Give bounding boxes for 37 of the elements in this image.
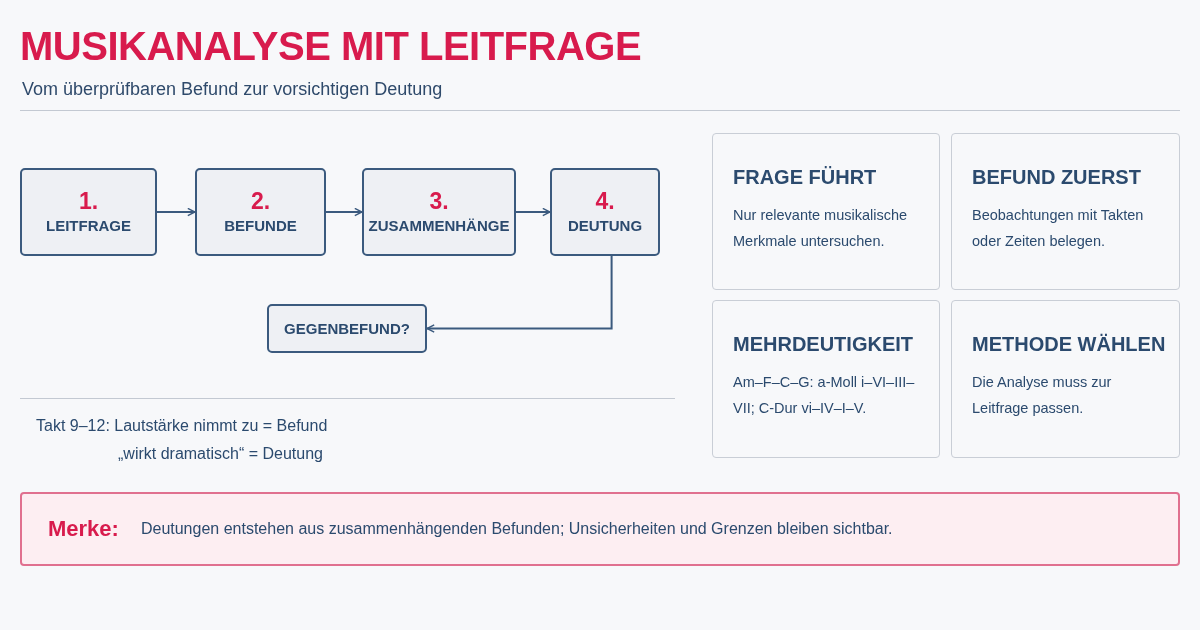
note-heading: Merke: bbox=[48, 516, 119, 542]
arrow bbox=[515, 207, 551, 217]
info-card bbox=[951, 300, 1180, 458]
subtitle: Vom überprüfbaren Befund zur vorsichtigen Deutung bbox=[22, 78, 443, 100]
arrow bbox=[325, 207, 363, 217]
card-text: Am–F–C–G: a-Moll i–VI–III–VII; C-Dur vi–IV–I–V. bbox=[733, 373, 916, 418]
info-card bbox=[712, 133, 940, 290]
process-box bbox=[550, 168, 660, 256]
card-heading: FRAGE FÜHRT bbox=[733, 165, 877, 190]
step-label: LEITFRAGE bbox=[46, 216, 131, 236]
card-text: Die Analyse muss zur Leitfrage passen. bbox=[972, 373, 1113, 418]
step-label: DEUTUNG bbox=[567, 216, 643, 236]
info-card bbox=[951, 133, 1180, 290]
info-card bbox=[712, 300, 940, 458]
arrow bbox=[426, 255, 613, 333]
step-number: 3. bbox=[429, 187, 449, 215]
process-box bbox=[362, 168, 516, 256]
step-label: BEFUNDE bbox=[224, 216, 297, 236]
process-box bbox=[267, 304, 427, 353]
page-title: MUSIKANALYSE MIT LEITFRAGE bbox=[20, 23, 642, 70]
example-text: „wirkt dramatisch“ = Deutung bbox=[118, 444, 323, 464]
note-text: Deutungen entstehen aus zusammenhängenden Befunden; Unsicherheiten und Grenzen bleiben sichtbar. bbox=[140, 520, 893, 538]
note-box bbox=[20, 492, 1180, 566]
arrow bbox=[156, 207, 196, 217]
step-label: GEGENBEFUND? bbox=[284, 318, 410, 339]
process-box bbox=[20, 168, 157, 256]
card-text: Beobachtungen mit Takten oder Zeiten belegen. bbox=[972, 206, 1145, 251]
step-number: 2. bbox=[250, 187, 271, 215]
card-heading: MEHRDEUTIGKEIT bbox=[733, 332, 913, 357]
step-number: 4. bbox=[595, 187, 615, 215]
process-box bbox=[195, 168, 326, 256]
example-text: Takt 9–12: Lautstärke nimmt zu = Befund bbox=[36, 416, 328, 436]
step-label: ZUSAMMENHÄNGE bbox=[368, 216, 510, 236]
card-text: Nur relevante musikalische Merkmale untersuchen. bbox=[733, 206, 909, 251]
card-heading: BEFUND ZUERST bbox=[972, 165, 1141, 190]
card-heading: METHODE WÄHLEN bbox=[972, 332, 1166, 357]
step-number: 1. bbox=[78, 187, 99, 215]
